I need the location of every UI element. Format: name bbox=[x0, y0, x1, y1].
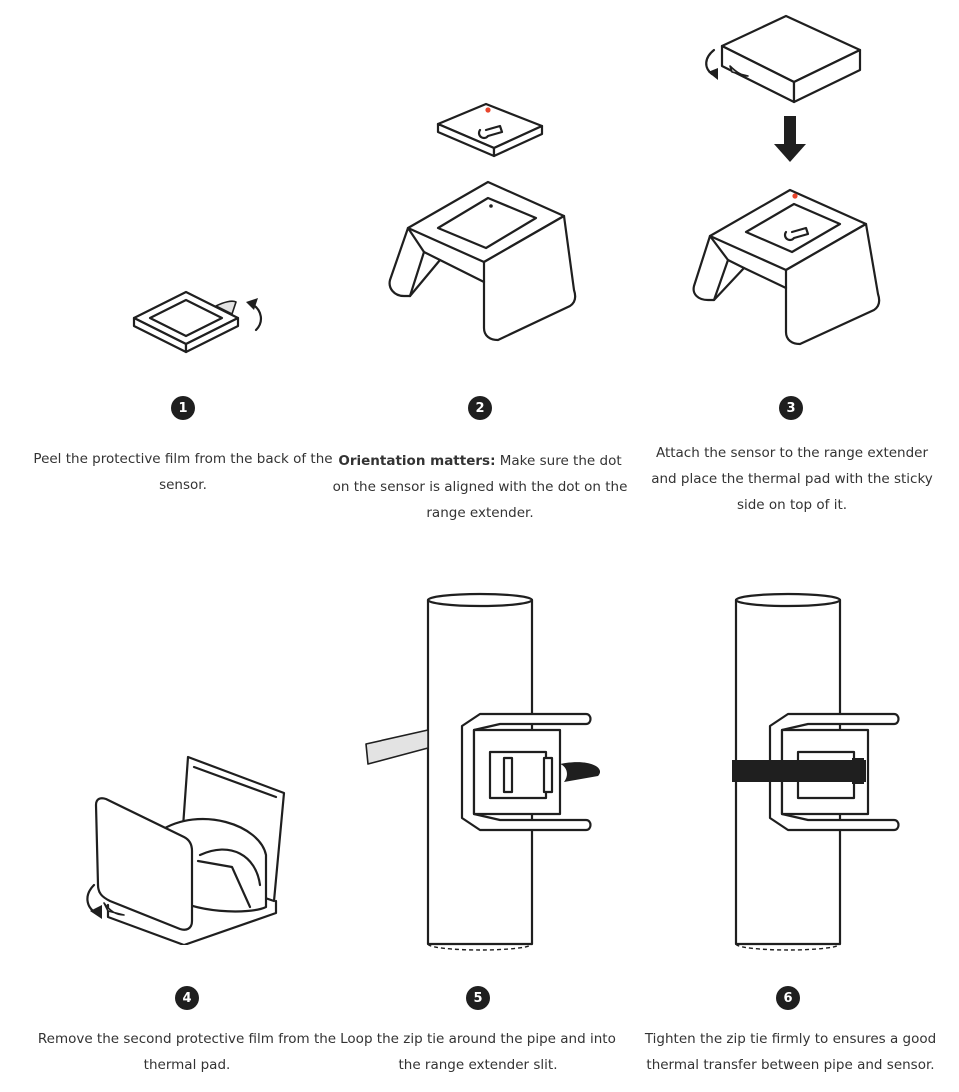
step-3-text: Attach the sensor to the range extender … bbox=[651, 445, 933, 513]
step-1-text: Peel the protective film from the back o… bbox=[33, 451, 333, 493]
step-6-number: 6 bbox=[776, 986, 800, 1010]
step-2-caption: Orientation matters: Make sure the dot o… bbox=[330, 448, 630, 526]
sensor-dot bbox=[485, 107, 491, 113]
step-3-number: 3 bbox=[779, 396, 803, 420]
step-4-number: 4 bbox=[175, 986, 199, 1010]
step-2-number: 2 bbox=[468, 396, 492, 420]
step-2-text: Make sure the dot on the sensor is align… bbox=[332, 453, 628, 521]
step-5-illustration bbox=[360, 588, 600, 958]
step-4-text: Remove the second protective film from t… bbox=[37, 1031, 337, 1073]
step-5-number: 5 bbox=[466, 986, 490, 1010]
step-3-illustration bbox=[690, 10, 900, 350]
step-4-caption: Remove the second protective film from t… bbox=[37, 1026, 337, 1078]
step-4-illustration bbox=[80, 745, 300, 945]
step-1-number: 1 bbox=[171, 396, 195, 420]
step-5-caption: Loop the zip tie around the pipe and int… bbox=[328, 1026, 628, 1078]
step-2-illustration bbox=[380, 92, 580, 352]
step-1-illustration bbox=[120, 280, 280, 370]
step-5-text: Loop the zip tie around the pipe and int… bbox=[340, 1031, 616, 1073]
step-6-caption: Tighten the zip tie firmly to ensures a … bbox=[638, 1026, 943, 1078]
step-6-illustration bbox=[680, 588, 910, 958]
step-3-caption: Attach the sensor to the range extender … bbox=[642, 440, 942, 518]
step-2-emphasis: Orientation matters: bbox=[338, 453, 496, 469]
step-1-caption: Peel the protective film from the back o… bbox=[33, 446, 333, 498]
step-6-text: Tighten the zip tie firmly to ensures a … bbox=[644, 1031, 937, 1073]
